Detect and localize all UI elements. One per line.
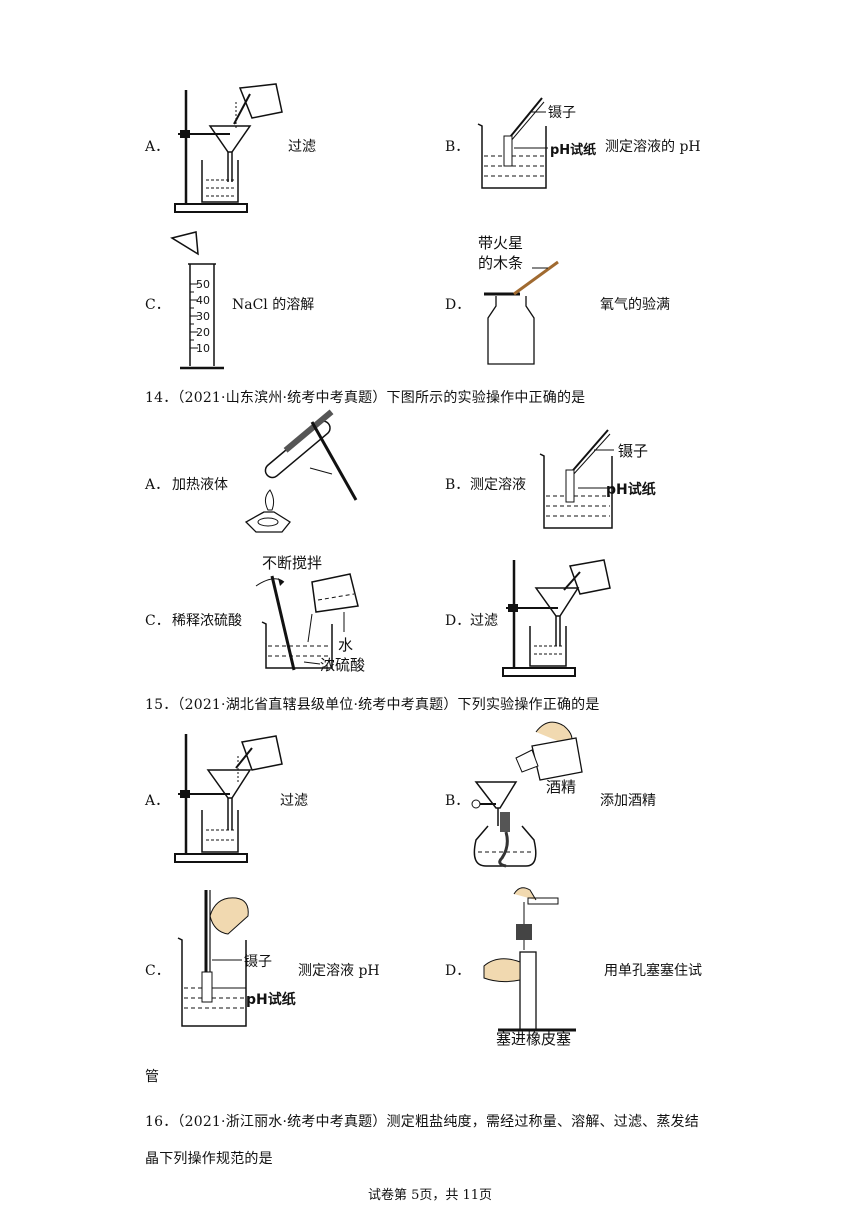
q15-option-d-caption: 用单孔塞塞住试	[604, 963, 702, 979]
tick-label: 20	[196, 326, 210, 339]
acid-label: 浓硫酸	[320, 656, 365, 674]
dilute-acid-icon: 不断搅拌 水 浓硫酸	[255, 554, 365, 674]
heating-liquid-icon	[244, 409, 358, 533]
ph-test-hand-icon: 镊子 pH试纸	[177, 890, 296, 1027]
splint-label-line2: 的木条	[478, 254, 523, 272]
q13-option-d-letter: D．	[445, 297, 471, 313]
q15-option-c-caption: 测定溶液 pH	[298, 963, 380, 979]
stir-label: 不断搅拌	[262, 554, 322, 572]
tick-label: 30	[196, 310, 210, 323]
q14-option-d-letter: D．	[445, 613, 471, 629]
q14-option-b-caption: 测定溶液	[470, 477, 526, 493]
stopper-test-tube-icon: 塞进橡皮塞	[483, 887, 576, 1048]
tweezers-label: 镊子	[548, 105, 576, 121]
q14-option-d-caption: 过滤	[470, 613, 498, 629]
water-label: 水	[338, 636, 353, 654]
stopper-label: 塞进橡皮塞	[496, 1030, 571, 1048]
graduated-cylinder-icon: 50 40 30 20 10	[170, 231, 224, 370]
q15-option-d-letter: D．	[445, 963, 471, 979]
filtration-apparatus-icon	[502, 559, 611, 677]
question-14-stem: 14．（2021·山东滨州·统考中考真题）下图所示的实验操作中正确的是	[145, 390, 586, 406]
q13-option-a-caption: 过滤	[288, 139, 316, 155]
page-footer: 试卷第 5页，共 11页	[367, 1188, 493, 1203]
q13-option-a-letter: A．	[145, 139, 170, 155]
q13-option-d-caption: 氧气的验满	[600, 297, 670, 313]
filtration-apparatus-icon	[174, 734, 283, 863]
q13-option-b-caption: 测定溶液的 pH	[605, 139, 701, 155]
q14-option-a-letter: A．	[145, 477, 170, 493]
filtration-apparatus-icon	[174, 83, 283, 213]
q15-option-d-caption-tail: 管	[145, 1069, 159, 1085]
tick-label: 50	[196, 278, 210, 291]
tick-label: 40	[196, 294, 210, 307]
alcohol-lamp-refill-icon: 酒精	[471, 721, 583, 868]
question-16-stem-line2: 晶下列操作规范的是	[145, 1151, 273, 1167]
tweezers-label: 镊子	[244, 954, 272, 970]
q13-option-c-caption: NaCl 的溶解	[232, 297, 315, 313]
q15-option-a-letter: A．	[145, 793, 170, 809]
q14-option-a-caption: 加热液体	[172, 477, 228, 493]
q13-option-c-letter: C．	[145, 297, 170, 313]
q14-option-c-caption: 稀释浓硫酸	[172, 613, 242, 629]
q13-option-b-letter: B．	[445, 139, 470, 155]
ph-test-beaker-icon: 镊子 pH试纸	[539, 429, 656, 529]
q15-option-c-letter: C．	[145, 963, 170, 979]
q15-option-b-letter: B．	[445, 793, 470, 809]
q15-option-a-caption: 过滤	[280, 793, 308, 809]
oxygen-test-bottle-icon: 带火星 的木条	[478, 234, 559, 365]
question-16-stem-line1: 16．（2021·浙江丽水·统考中考真题）测定粗盐纯度，需经过称量、溶解、过滤、…	[145, 1114, 699, 1130]
q14-option-c-letter: C．	[145, 613, 170, 629]
tick-label: 10	[196, 342, 210, 355]
splint-label-line1: 带火星	[478, 234, 523, 252]
alcohol-label: 酒精	[546, 778, 576, 796]
ph-paper-label: pH试纸	[550, 142, 596, 158]
ph-paper-label: pH试纸	[606, 481, 656, 498]
q14-option-b-letter: B．	[445, 477, 470, 493]
question-15-stem: 15．（2021·湖北省直辖县级单位·统考中考真题）下列实验操作正确的是	[145, 697, 600, 713]
ph-paper-label: pH试纸	[246, 991, 296, 1008]
tweezers-label: 镊子	[618, 442, 648, 460]
ph-test-beaker-icon: 镊子 pH试纸	[477, 97, 596, 189]
q15-option-b-caption: 添加酒精	[600, 793, 656, 809]
